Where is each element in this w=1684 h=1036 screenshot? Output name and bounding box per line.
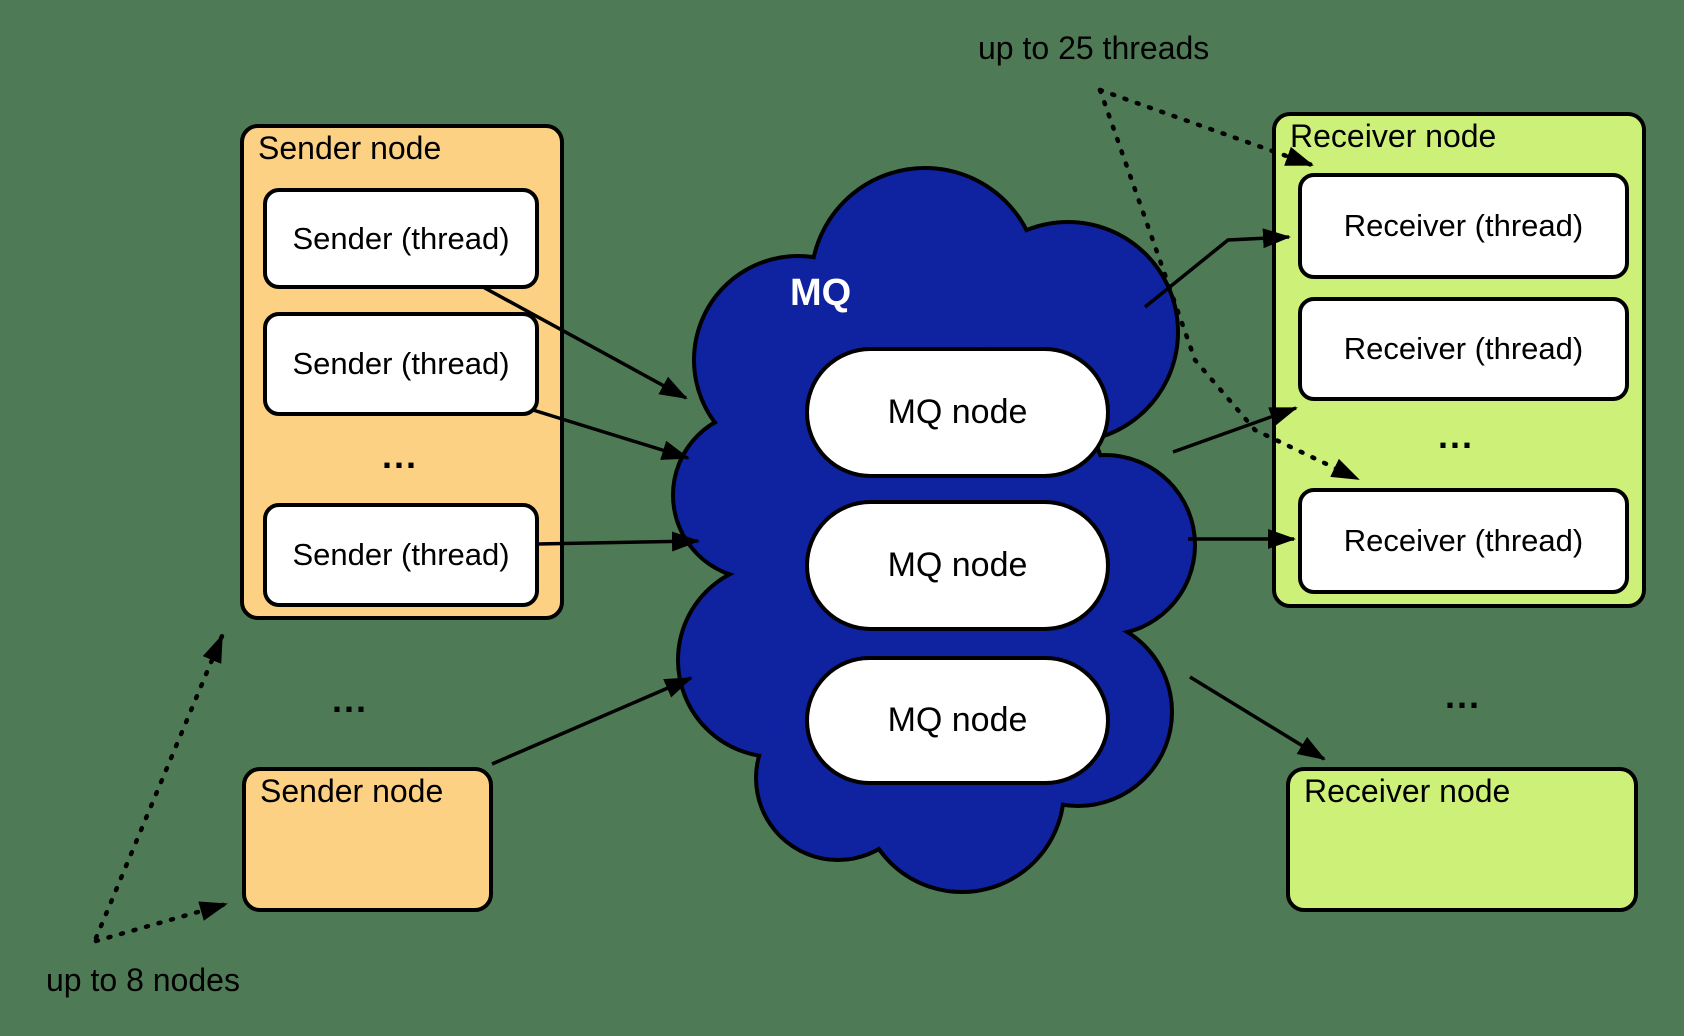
mq-node-2: MQ node <box>805 500 1110 631</box>
receiver-node-1: Receiver node Receiver (thread) Receiver… <box>1272 112 1646 608</box>
sender-threads-ellipsis: ... <box>382 435 419 476</box>
receiver-node-2-title: Receiver node <box>1304 773 1511 809</box>
receiver-thread-2: Receiver (thread) <box>1298 297 1629 401</box>
receiver-thread-3: Receiver (thread) <box>1298 488 1629 594</box>
annotation-up-to-8-nodes: up to 8 nodes <box>46 962 240 998</box>
mq-node-3: MQ node <box>805 656 1110 785</box>
sender-node-1-title: Sender node <box>258 130 442 166</box>
mq-cloud-label: MQ <box>790 272 852 314</box>
sender-thread-1: Sender (thread) <box>263 188 539 289</box>
receiver-nodes-ellipsis: ... <box>1445 675 1482 716</box>
sender-thread-2: Sender (thread) <box>263 312 539 416</box>
mq-node-1: MQ node <box>805 347 1110 478</box>
receiver-thread-1: Receiver (thread) <box>1298 173 1629 279</box>
annotation-up-to-25-threads: up to 25 threads <box>978 30 1210 66</box>
receiver-threads-ellipsis: ... <box>1438 415 1475 456</box>
sender-nodes-ellipsis: ... <box>332 679 369 720</box>
sender-thread-3: Sender (thread) <box>263 503 539 607</box>
receiver-node-1-title: Receiver node <box>1290 118 1497 154</box>
sender-node-1: Sender node Sender (thread) Sender (thre… <box>240 124 564 620</box>
sender-node-2: Sender node <box>242 767 493 912</box>
sender-node-2-title: Sender node <box>260 773 444 809</box>
receiver-node-2: Receiver node <box>1286 767 1638 912</box>
